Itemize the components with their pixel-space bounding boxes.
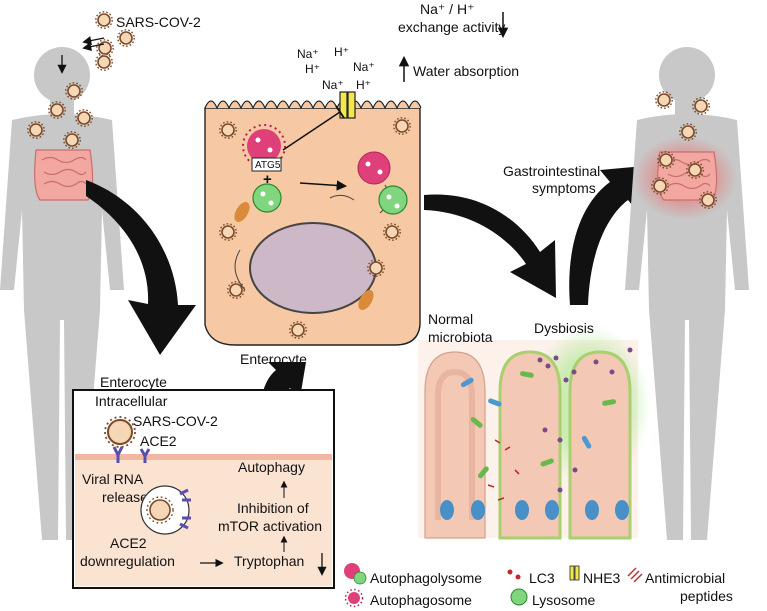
legend-lysosome-label: Lysosome (532, 592, 596, 608)
autophagolysosome-in-cell (357, 151, 408, 215)
exchange-line2: exchange activity (398, 19, 505, 35)
inset-ace2-label: ACE2 (140, 433, 177, 449)
legend-autophagolysome-label: Autophagolysome (370, 570, 482, 586)
gi-symptoms-line1: Gastrointestinal (503, 163, 600, 179)
ace2-down-line2: downregulation (80, 553, 175, 569)
inset-virus (104, 416, 136, 448)
legend-lysosome-icon (510, 588, 528, 606)
ion-labels: Na⁺ H⁺ H⁺ Na⁺ Na⁺ H⁺ (297, 45, 375, 92)
endosome-with-virus (140, 485, 191, 535)
legend-nhe3-icon (569, 565, 580, 581)
ace2-receptors (112, 446, 151, 463)
virus-label: SARS-COV-2 (116, 14, 201, 30)
ion-h-3: H⁺ (356, 78, 371, 92)
lysosome-in-cell (252, 183, 282, 213)
ion-h-1: H⁺ (334, 45, 349, 59)
legend-lc3-label: LC3 (529, 570, 555, 586)
inset-title-line2: Intracellular (95, 393, 168, 409)
legend-autophagosome-icon (344, 588, 364, 608)
goblet-cells (440, 500, 629, 520)
atg5-box (251, 157, 282, 172)
legend-antimicrobial-line2: peptides (680, 588, 733, 604)
ion-na-2: Na⁺ (353, 60, 375, 74)
normal-microbiota-line1: Normal (428, 311, 473, 327)
exchange-line1: Na⁺ / H⁺ (420, 1, 474, 17)
legend-nhe3-label: NHE3 (583, 570, 621, 586)
inset-virus-label: SARS-COV-2 (133, 413, 218, 429)
autophagy-label: Autophagy (238, 459, 305, 475)
normal-microbiota-line2: microbiota (428, 329, 493, 345)
entry-arrow-2 (82, 42, 105, 52)
ion-na-3: Na⁺ (322, 78, 344, 92)
curved-arrow-cell-to-microbiota (424, 194, 556, 298)
bacteria (460, 347, 633, 501)
tryptophan-label: Tryptophan (234, 553, 304, 569)
legend-autophagosome-label: Autophagosome (370, 592, 472, 608)
viral-rna-line2: release (102, 489, 148, 505)
water-absorption-label: Water absorption (413, 63, 519, 79)
autophagosome-in-cell (242, 124, 286, 168)
inhibition-line1: Inhibition of (237, 500, 309, 516)
microbiota-panel (418, 325, 650, 540)
legend-autophagolysome-icon (344, 563, 367, 585)
legend-antimicrobial-line1: Antimicrobial (645, 570, 725, 586)
enterocyte-cell (204, 100, 422, 346)
plus-sign: + (263, 171, 272, 188)
left-intestine (34, 149, 94, 201)
ace2-down-line1: ACE2 (110, 535, 147, 551)
ion-na-1: Na⁺ (297, 47, 319, 61)
villus-right (568, 350, 632, 540)
right-human-figure (625, 47, 749, 540)
viral-rna-line1: Viral RNA (82, 471, 144, 487)
atg5-label: ATG5 (255, 160, 281, 171)
gi-symptoms-line2: symptoms (532, 180, 596, 196)
inhibition-line2: mTOR activation (218, 518, 322, 534)
legend-antimicrobial-icon (627, 567, 643, 583)
legend: Autophagolysome Autophagosome LC3 Lysoso… (344, 563, 733, 608)
ion-h-2: H⁺ (305, 62, 320, 76)
entry-arrow-1 (82, 36, 105, 46)
inset-title-line1: Enterocyte (100, 374, 167, 390)
inhibition-line (282, 111, 341, 151)
villus-middle (498, 350, 562, 540)
legend-lc3-icon (507, 569, 521, 580)
curved-arrow-body-to-inset (86, 180, 196, 355)
dysbiosis-label: Dysbiosis (534, 320, 594, 336)
inhibition-bar (335, 105, 345, 119)
fusion-arrow (299, 180, 348, 191)
